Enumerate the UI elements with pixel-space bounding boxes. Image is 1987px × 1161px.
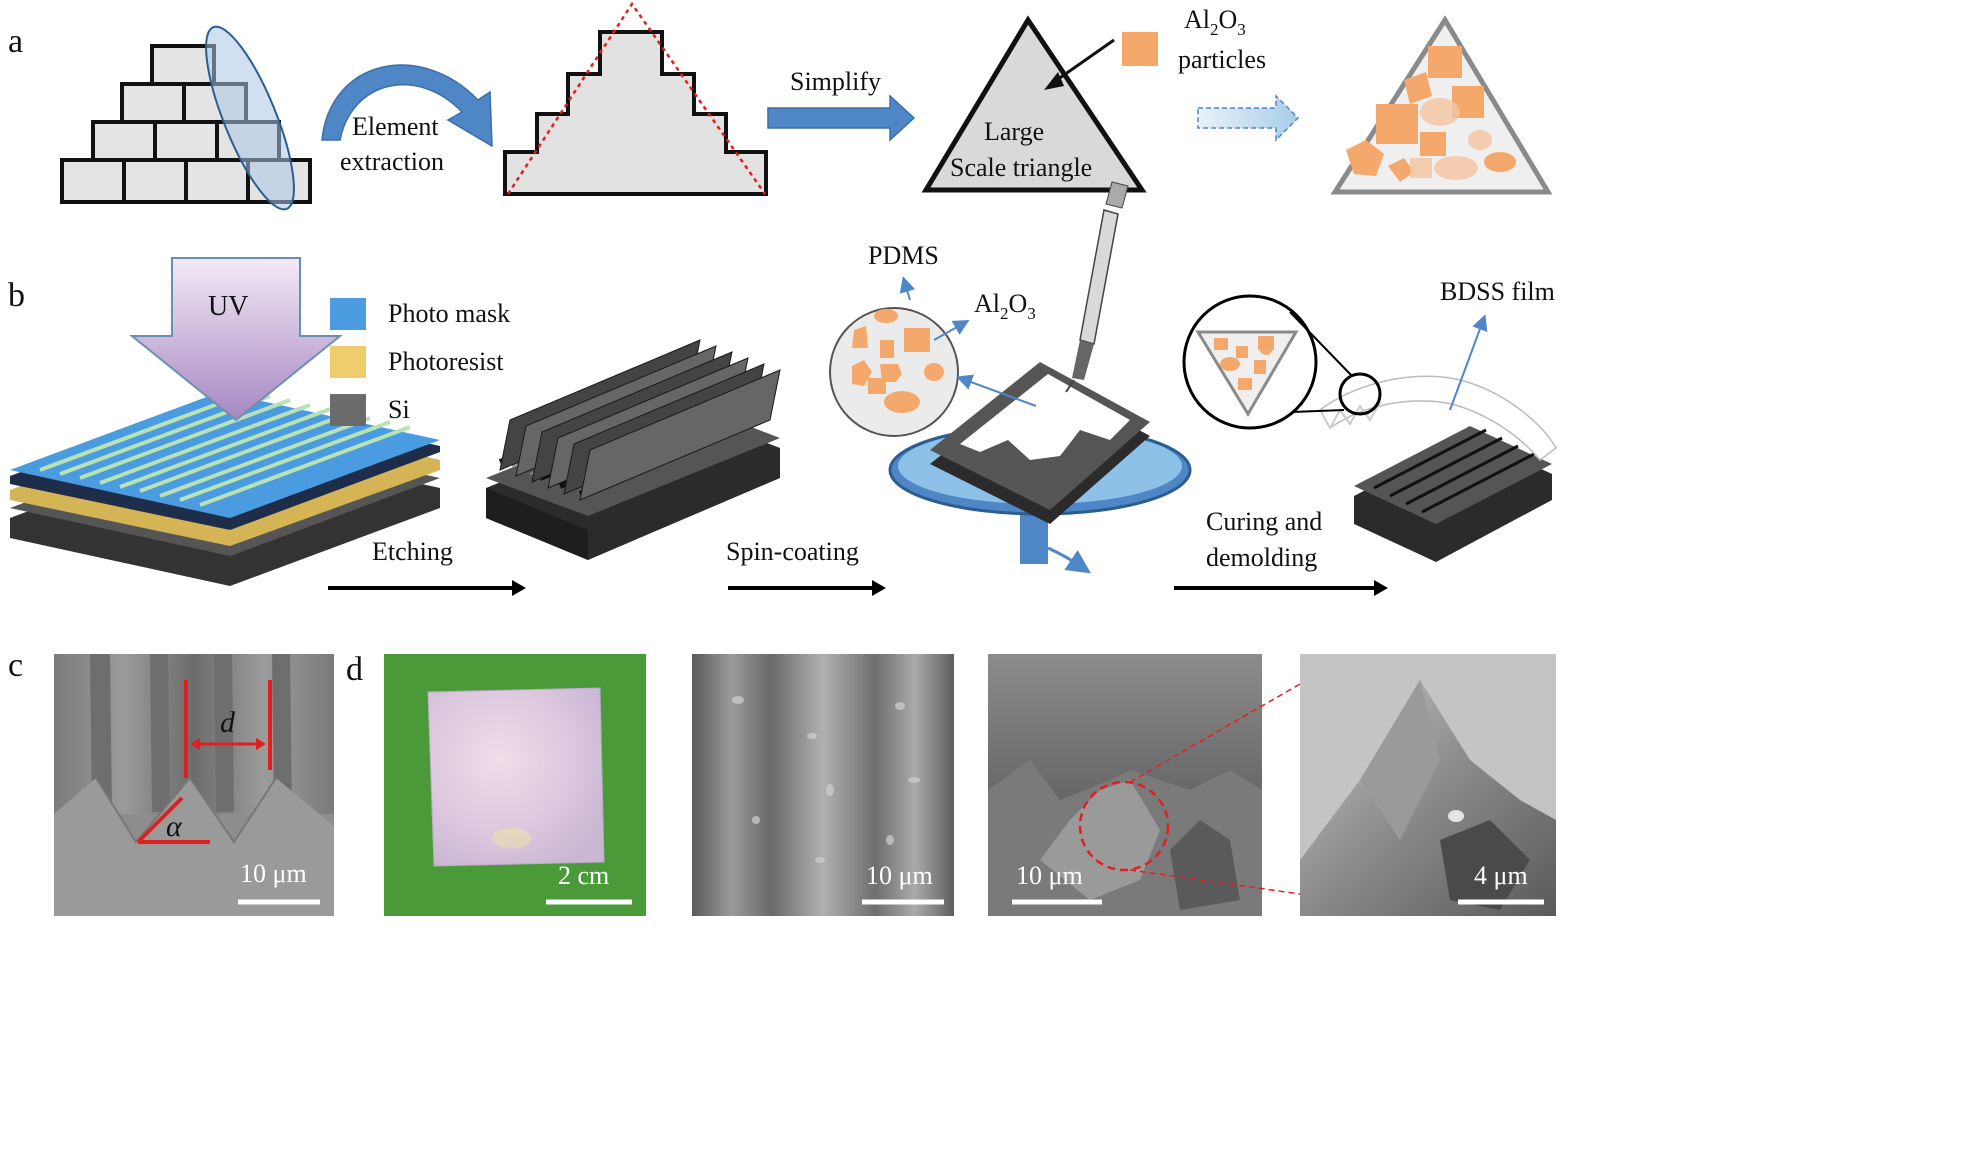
- pour-pointer: [956, 374, 1037, 407]
- scale-label-d2: 10 μm: [866, 861, 933, 890]
- extraction-label: extraction: [340, 147, 444, 176]
- legend-label-photoresist: Photoresist: [388, 347, 504, 376]
- stepped-triangle: [503, 30, 768, 196]
- pdms-label: PDMS: [868, 241, 939, 270]
- panel-c-letter: c: [8, 647, 23, 684]
- legend-label-si: Si: [388, 395, 410, 424]
- curing-label: Curing and: [1206, 507, 1322, 536]
- legend-swatch-photoresist: [330, 346, 366, 378]
- scale-label-d3: 10 μm: [1016, 861, 1083, 890]
- zoom-connector-top: [1129, 683, 1301, 783]
- pointer-line: [1053, 38, 1115, 84]
- selection-ellipse: [205, 25, 295, 211]
- zoom-marker-circle: [1078, 780, 1170, 872]
- zoom-triangle: [1195, 330, 1299, 417]
- al2o3-label-b: Al2O3: [974, 289, 1036, 323]
- etched-ridges: [499, 339, 781, 501]
- demolded-block: [1319, 372, 1557, 562]
- legend: Photo mask Photoresist Si: [330, 298, 510, 426]
- etching-arrow-head: [512, 580, 526, 596]
- panel-d: d 2 cm 10 μm 10 μm 4 μm: [346, 651, 1556, 916]
- simplify-label: Simplify: [790, 67, 881, 96]
- panel-b-letter: b: [8, 277, 25, 314]
- spinner: [888, 181, 1192, 574]
- demold-arrow-head: [1374, 580, 1388, 596]
- film-label: BDSS film: [1440, 277, 1555, 306]
- spin-coating-label: Spin-coating: [726, 537, 859, 566]
- legend-label-photomask: Photo mask: [388, 299, 510, 328]
- mask-stripes: [39, 390, 411, 507]
- uv-label: UV: [208, 291, 248, 322]
- spin-arrow-head: [872, 580, 886, 596]
- film-sample: [427, 687, 605, 867]
- triangle-outline-dotted: [506, 1, 767, 195]
- dashed-arrow-icon: [1197, 94, 1300, 142]
- zoom-line-1: [1291, 409, 1345, 413]
- pdms-pointer: [899, 276, 916, 301]
- simplify-arrow-icon: [767, 94, 916, 142]
- scale-label-d1: 2 cm: [558, 861, 609, 890]
- legend-swatch-si: [330, 394, 366, 426]
- etching-label: Etching: [372, 537, 453, 566]
- panel-a-letter: a: [8, 23, 23, 60]
- demolding-label: demolding: [1206, 543, 1317, 572]
- triangle-label-2: Scale triangle: [950, 153, 1092, 182]
- pdms-particles: [852, 309, 944, 413]
- d-label: d: [220, 706, 236, 739]
- uv-arrow-icon: [129, 257, 343, 422]
- film-pointer: [1449, 314, 1488, 411]
- al2o3-label-a: Al2O3: [1184, 5, 1246, 39]
- scale-label-c: 10 μm: [240, 859, 307, 888]
- curved-arrow-icon: [321, 64, 493, 148]
- scale-label-d4: 4 μm: [1474, 861, 1528, 890]
- pointer-head: [1044, 72, 1064, 90]
- alpha-side: [136, 796, 184, 844]
- panel-d-letter: d: [346, 651, 363, 688]
- al2o3-pointer: [933, 320, 970, 341]
- legend-swatch-photomask: [330, 298, 366, 330]
- element-label: Element: [352, 112, 439, 141]
- triangle-label-1: Large: [984, 117, 1044, 146]
- panel-c: c d α 10 μm: [8, 647, 334, 916]
- panel-a: a Element extraction Simplify Large Scal…: [8, 1, 1553, 211]
- large-triangle: [921, 15, 1147, 193]
- zoom-particles: [1214, 336, 1274, 390]
- zoom-connector-bottom: [1129, 869, 1301, 895]
- panel-b: b UV Phot: [8, 181, 1557, 596]
- particles-label: particles: [1178, 45, 1266, 74]
- alpha-label: α: [166, 810, 183, 843]
- zoom-line-2: [1289, 311, 1353, 377]
- particle-legend-swatch: [1122, 32, 1158, 66]
